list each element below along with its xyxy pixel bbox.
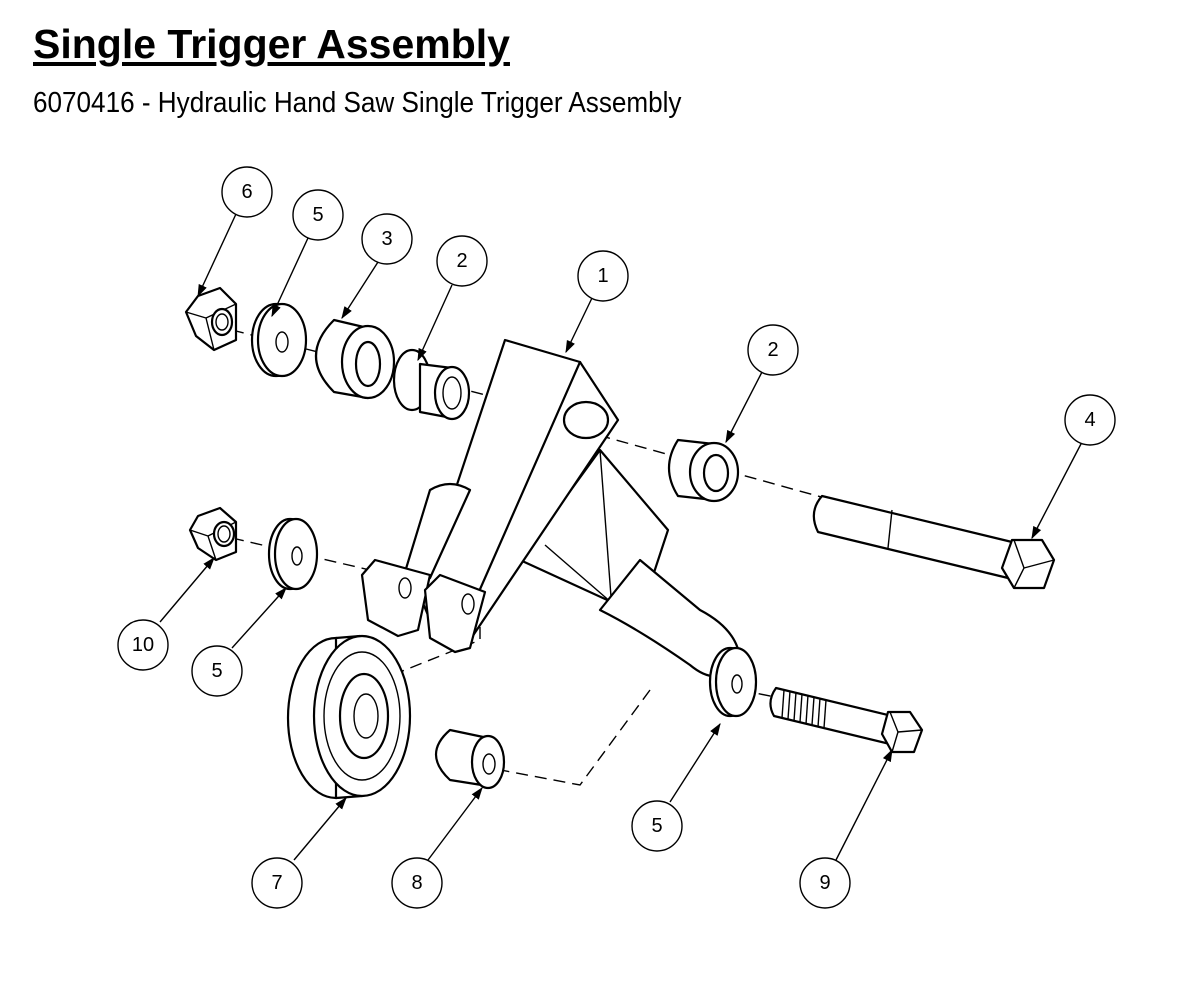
hex-bolt-part xyxy=(769,686,924,754)
callout-number: 3 xyxy=(381,228,392,250)
callout-4: 4 xyxy=(1064,394,1116,446)
bushing-top-part xyxy=(392,348,471,421)
callout-number: 5 xyxy=(651,815,662,837)
washer-top-part xyxy=(250,302,308,378)
callout-2-right: 2 xyxy=(747,324,799,376)
callout-1: 1 xyxy=(577,250,629,302)
page-subtitle: 6070416 - Hydraulic Hand Saw Single Trig… xyxy=(33,87,682,119)
callout-3: 3 xyxy=(361,213,413,265)
washer-bottom-part xyxy=(708,646,758,718)
callout-number: 1 xyxy=(597,265,608,287)
callout-6-top: 6 xyxy=(221,166,273,218)
callout-9: 9 xyxy=(799,857,851,909)
callout-number: 5 xyxy=(312,204,323,226)
page-title: Single Trigger Assembly xyxy=(33,21,510,67)
callout-number: 9 xyxy=(819,872,830,894)
callout-number: 6 xyxy=(241,181,252,203)
roller-sleeve-part xyxy=(314,318,396,400)
leader-lines xyxy=(159,213,1083,861)
callout-2-top: 2 xyxy=(436,235,488,287)
hex-nut-lower-part xyxy=(188,506,238,562)
callout-number: 2 xyxy=(456,250,467,272)
callout-5-bottom: 5 xyxy=(631,800,683,852)
callout-number: 10 xyxy=(132,634,154,656)
trigger-bracket-part xyxy=(360,338,742,678)
callout-number: 8 xyxy=(411,872,422,894)
callout-10: 10 xyxy=(117,619,169,671)
bushing-right-part xyxy=(667,438,740,503)
callout-number: 5 xyxy=(211,660,222,682)
hex-nut-top-part xyxy=(184,286,238,352)
callout-number: 2 xyxy=(767,339,778,361)
callout-number: 7 xyxy=(271,872,282,894)
washer-left-part xyxy=(267,517,319,591)
callout-7: 7 xyxy=(251,857,303,909)
callout-5-top: 5 xyxy=(292,189,344,241)
callout-number: 4 xyxy=(1084,409,1095,431)
callout-8: 8 xyxy=(391,857,443,909)
spacer-part xyxy=(435,728,506,790)
callout-5-left: 5 xyxy=(191,645,243,697)
bearing-wheel-part xyxy=(286,634,412,800)
pin-bolt-part xyxy=(812,494,1056,590)
